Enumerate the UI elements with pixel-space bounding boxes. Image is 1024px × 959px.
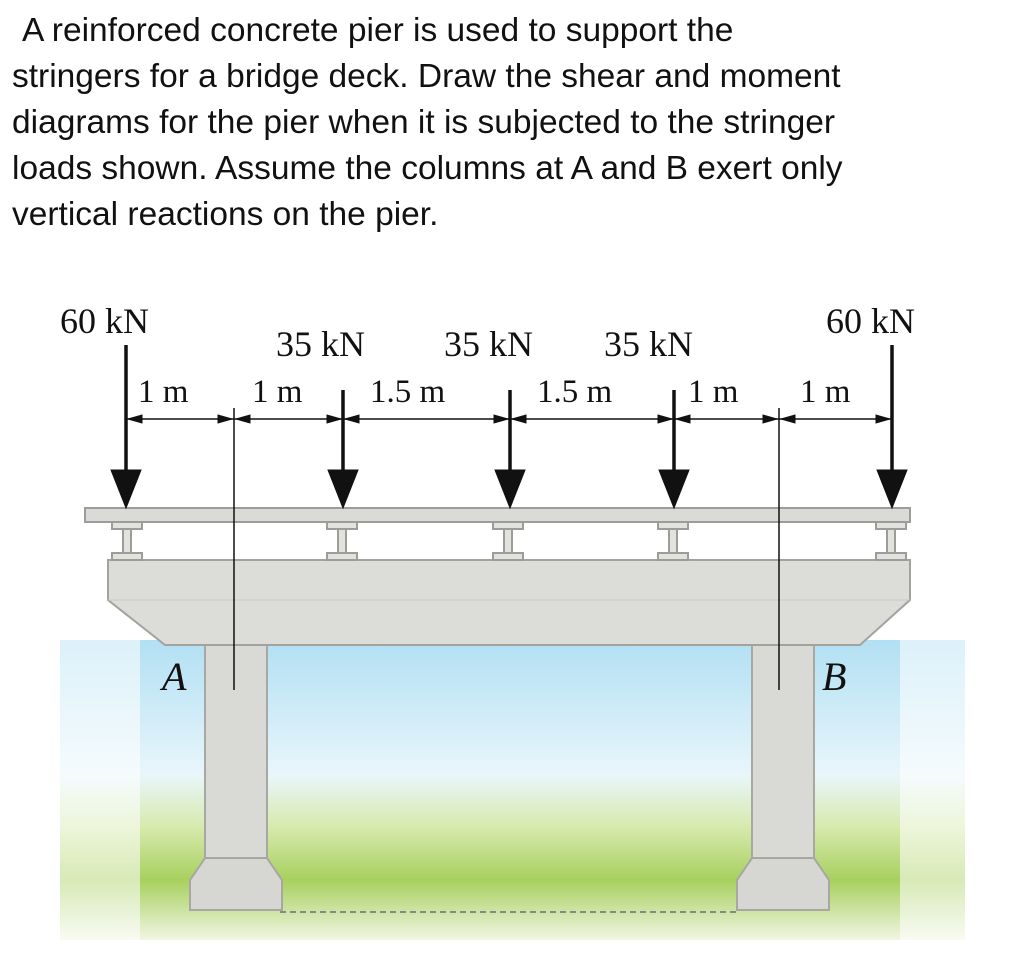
problem-line-2: stringers for a bridge deck. Draw the sh… (12, 58, 841, 95)
pier-cap (107, 559, 911, 646)
problem-line-4: loads shown. Assume the columns at A and… (12, 150, 843, 187)
load-arrow-5 (876, 345, 908, 510)
load-label-1: 60 kN (60, 301, 149, 341)
load-arrows (110, 345, 908, 510)
column-b (736, 644, 830, 911)
left-fade (0, 640, 140, 940)
stringer-4 (657, 521, 689, 561)
load-label-3: 35 kN (444, 324, 533, 364)
background-scene (0, 640, 1024, 940)
problem-statement: A reinforced concrete pier is used to su… (12, 8, 1012, 238)
stringer-2 (326, 521, 358, 561)
load-label-2: 35 kN (276, 324, 365, 364)
bridge-deck (84, 507, 911, 523)
load-label-4: 35 kN (604, 324, 693, 364)
right-fade (900, 640, 1024, 940)
load-arrow-3 (494, 390, 526, 510)
stringers (111, 521, 907, 561)
stringer-3 (492, 521, 524, 561)
dimension-label-1: 1 m (138, 374, 189, 410)
dimension-line (126, 414, 892, 424)
support-label-a: A (159, 654, 187, 699)
dimension-label-5: 1 m (688, 374, 739, 410)
stringer-1 (111, 521, 143, 561)
load-label-5: 60 kN (826, 301, 915, 341)
dimension-label-6: 1 m (800, 374, 851, 410)
problem-line-3: diagrams for the pier when it is subject… (12, 104, 836, 141)
dimension-label-3: 1.5 m (370, 374, 446, 410)
problem-line-1: A reinforced concrete pier is used to su… (22, 12, 734, 49)
load-arrow-4 (658, 390, 690, 510)
column-a (189, 644, 283, 911)
load-arrow-2 (327, 390, 359, 510)
stringer-5 (875, 521, 907, 561)
load-arrow-1 (110, 345, 142, 510)
dimension-label-2: 1 m (252, 374, 303, 410)
dimension-label-4: 1.5 m (537, 374, 613, 410)
problem-line-5: vertical reactions on the pier. (12, 196, 439, 233)
support-label-b: B (822, 654, 846, 699)
